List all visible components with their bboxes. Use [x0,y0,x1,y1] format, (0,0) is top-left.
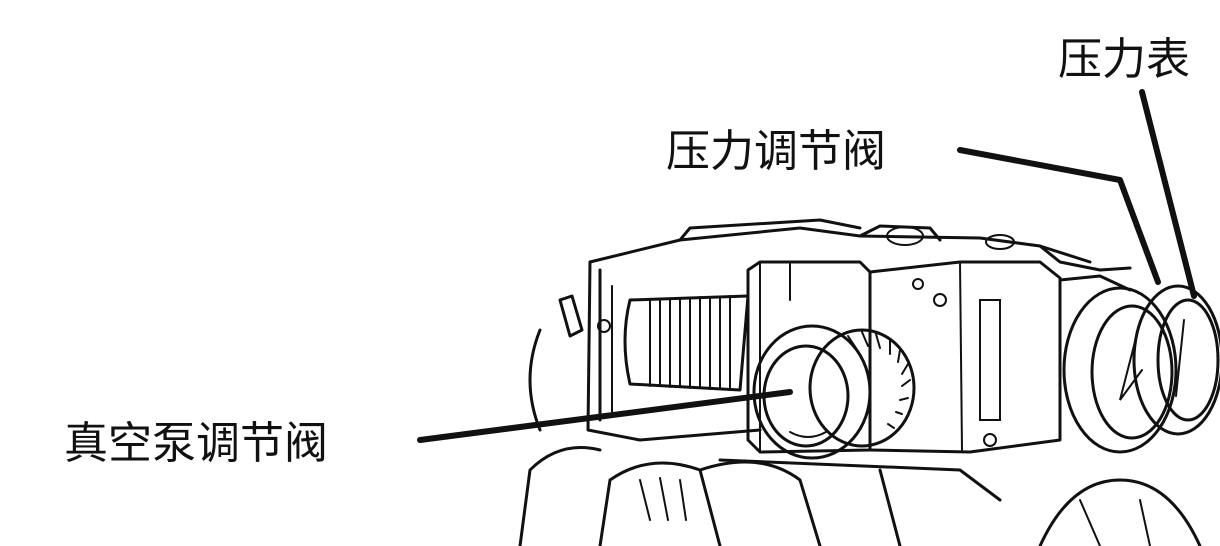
vacuum-pump-valve-leader [417,389,793,443]
pressure-regulating-valve-label: 压力调节阀 [666,126,886,177]
pressure-regulating-valve-leader [957,147,1161,285]
machine-illustration [518,218,1220,546]
pressure-gauge-label: 压力表 [1058,34,1190,85]
pressure-gauge-leader [1139,89,1197,299]
vacuum-pump-regulating-valve-label: 真空泵调节阀 [64,418,328,469]
